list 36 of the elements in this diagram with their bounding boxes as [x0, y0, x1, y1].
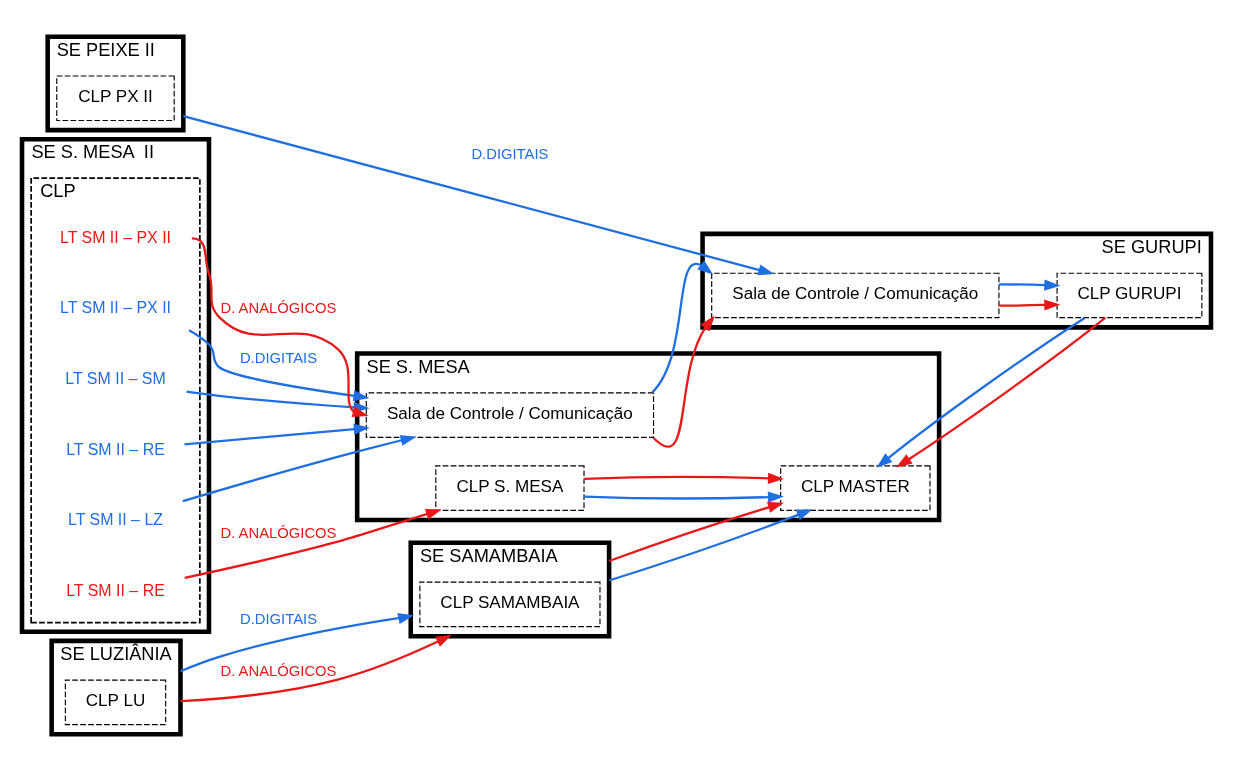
node-text: LT SM II – RE [66, 440, 165, 458]
node-text: LT SM II – LZ [67, 510, 164, 528]
node-box: Sala de Controle / Comunicação [365, 391, 655, 438]
arrow [184, 508, 442, 579]
arrow [608, 501, 784, 562]
arrow [876, 316, 1086, 468]
arrow [183, 114, 775, 275]
node-box: Sala de Controle / Comunicação [711, 272, 1000, 318]
arrow [651, 259, 714, 393]
arrow [584, 472, 784, 484]
node-box: CLP SAMAMBAIA [419, 581, 601, 627]
edge-label: D.DIGITAIS [240, 610, 318, 627]
arrow [652, 315, 715, 448]
arrow [999, 279, 1061, 291]
node-box: CLP GURUPI [1056, 272, 1203, 318]
node-text: LT SM II – RE [66, 581, 165, 599]
arrow [584, 491, 784, 503]
edge-label: D.DIGITAIS [471, 145, 549, 162]
arrow [180, 634, 452, 702]
arrow [188, 328, 370, 401]
arrow [180, 612, 415, 672]
arrow [608, 508, 813, 582]
node-box: CLP S. MESA [435, 464, 585, 511]
edge-label: D. ANALÓGICOS [220, 524, 337, 541]
arrow [184, 423, 370, 445]
node-text: LT SM II – PX II [59, 298, 172, 316]
node-text: LT SM II – PX II [59, 228, 172, 246]
edge-label: D.DIGITAIS [240, 349, 318, 366]
arrow [896, 316, 1107, 468]
node-box: CLP LU [64, 679, 167, 725]
node-box: CLP MASTER [780, 464, 931, 511]
node-box: CLP PX II [56, 74, 175, 121]
arrow [999, 298, 1061, 311]
edge-label: D. ANALÓGICOS [220, 299, 337, 316]
edge-label: D. ANALÓGICOS [220, 662, 337, 678]
node-text: LT SM II – SM [65, 369, 166, 387]
